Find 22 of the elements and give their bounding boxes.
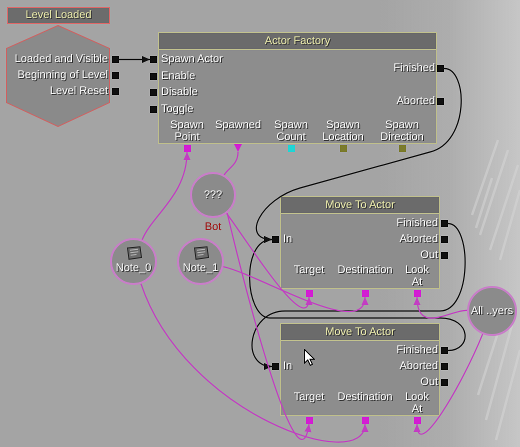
variable-circle [110, 238, 157, 285]
variable-caption: Bot [204, 221, 222, 234]
variable-label: All ..yers [470, 304, 514, 318]
variable-link [140, 284, 366, 443]
variable-label: Note_1 [182, 262, 220, 275]
flow-arrow [249, 238, 466, 352]
variable-link [142, 152, 190, 240]
flow-arrow [251, 222, 466, 369]
event-title: Level Loaded [7, 7, 110, 24]
variable-link [224, 152, 239, 176]
variable-link [226, 212, 310, 440]
block-title-bar: Move To Actor [281, 197, 439, 214]
variable-label: ??? [202, 188, 224, 202]
block-title-bar: Move To Actor [281, 324, 439, 341]
variable-link [223, 266, 367, 312]
variable-link [226, 213, 312, 308]
flow-arrow [119, 56, 150, 63]
variable-label: Note_0 [114, 262, 152, 275]
variable-link [414, 296, 468, 319]
variable-circle [177, 238, 224, 285]
block-title-bar: Actor Factory [159, 33, 436, 50]
variable-link [414, 334, 484, 434]
